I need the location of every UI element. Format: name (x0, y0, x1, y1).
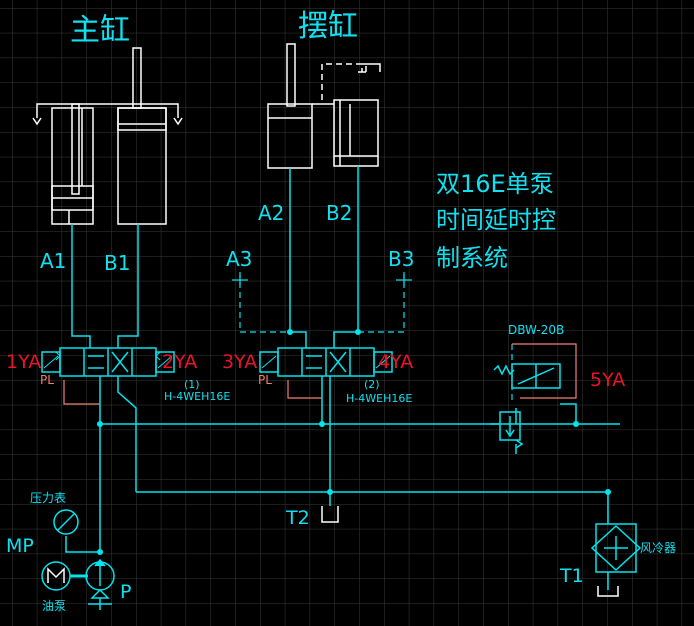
t1-label: T1 (559, 565, 584, 587)
relief-valve-dbw (490, 363, 561, 449)
directional-valve-1 (41, 347, 175, 377)
main-cylinder-title: 主缸 (70, 13, 130, 48)
gauge-label: 压力表 (30, 491, 66, 505)
swing-cylinder-title: 摆缸 (298, 9, 358, 44)
description-line-1: 双16E单泵 (436, 170, 554, 198)
solenoid-3ya: 3YA (222, 351, 257, 373)
valve-2-index: (2) (364, 378, 380, 391)
air-cooler (590, 523, 642, 573)
directional-valve-2 (259, 347, 393, 377)
tank-t2 (321, 506, 339, 523)
valve-1-model: H-4WEH16E (164, 390, 230, 403)
cooler-label: 风冷器 (640, 541, 676, 555)
port-a1: A1 (40, 249, 66, 273)
solenoid-4ya: 4YA (378, 351, 413, 373)
valve-1-index: (1) (184, 378, 200, 391)
pilot-drain-lines (63, 343, 577, 405)
swing-cylinder-group (267, 43, 381, 169)
t2-label: T2 (285, 507, 310, 529)
port-a3: A3 (226, 247, 252, 271)
solenoid-5ya: 5YA (590, 369, 625, 391)
port-b2: B2 (326, 201, 352, 225)
dbw-label: DBW-20B (508, 323, 564, 337)
pl-label-2: PL (258, 373, 272, 387)
motor-pump (41, 558, 115, 610)
pump-label: 油泵 (42, 599, 66, 613)
port-b3: B3 (388, 247, 414, 271)
description-line-3: 制系统 (436, 244, 508, 272)
solenoid-1ya: 1YA (6, 351, 41, 373)
pl-label-1: PL (40, 373, 54, 387)
p-label: P (120, 581, 131, 603)
valve-2-model: H-4WEH16E (346, 392, 412, 405)
port-a2: A2 (258, 201, 284, 225)
pilot-crosses (232, 274, 412, 286)
mp-label: MP (6, 535, 34, 557)
tank-t1 (597, 586, 619, 597)
description-line-2: 时间延时控 (436, 206, 556, 234)
pressure-gauge (53, 509, 79, 535)
solenoid-2ya: 2YA (162, 351, 197, 373)
port-b1: B1 (104, 251, 130, 275)
